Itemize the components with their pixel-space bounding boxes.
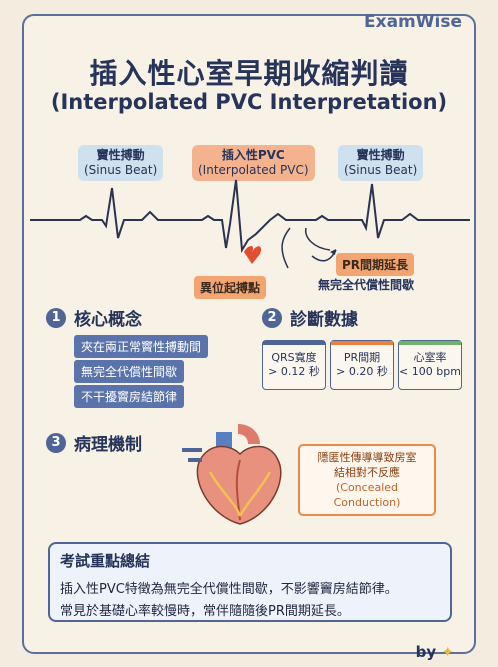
criteria-card-pr: PR間期 > 0.20 秒 — [330, 340, 394, 390]
section-number: 1 — [46, 307, 66, 328]
callout-line: 隱匿性傳導導致房室 — [317, 451, 417, 464]
summary-line: 插入性PVC特徵為無完全代償性間歇，不影響竇房結節律。 — [60, 582, 398, 597]
section-pathology: 3 病理機制 — [46, 430, 142, 455]
section-title: 病理機制 — [74, 435, 142, 455]
sinus-beat-en: (Sinus Beat) — [344, 163, 418, 177]
criteria-value: < 100 bpm — [399, 365, 461, 378]
section-core-concepts: 1 核心概念 — [46, 305, 142, 330]
criteria-value: > 0.20 秒 — [336, 365, 388, 378]
page-title: 插入性心室早期收縮判讀 — [89, 57, 409, 90]
criteria-card-qrs: QRS寬度 > 0.12 秒 — [262, 340, 326, 390]
heart-anatomy-illustration — [182, 424, 282, 525]
summary-title: 考試重點總結 — [60, 552, 151, 570]
criteria-label: PR間期 — [343, 351, 381, 364]
sinus-beat-en: (Sinus Beat) — [84, 163, 158, 177]
criteria-label: 心室率 — [413, 351, 447, 364]
footer-credit: by ✦ — [416, 643, 454, 661]
sinus-beat-label-right: 竇性搏動 (Sinus Beat) — [338, 145, 424, 181]
exam-summary-box: 考試重點總結 插入性PVC特徵為無完全代償性間歇，不影響竇房結節律。 常見於基礎… — [48, 542, 452, 622]
sinus-beat-label-left: 竇性搏動 (Sinus Beat) — [78, 145, 164, 181]
pvc-beat-en: (Interpolated PVC) — [198, 163, 309, 177]
pvc-beat-cn: 插入性PVC — [221, 148, 285, 162]
criteria-label: QRS寬度 — [271, 351, 317, 364]
concept-item: 夾在兩正常竇性搏動間 — [74, 335, 209, 358]
brand-logo: ExamWise — [364, 12, 462, 32]
section-title: 診斷數據 — [290, 310, 358, 330]
page-subtitle: (Interpolated PVC Interpretation) — [50, 90, 448, 114]
pvc-beat-label: 插入性PVC (Interpolated PVC) — [192, 145, 315, 181]
pr-prolong-tag: PR間期延長 — [336, 253, 415, 276]
section-number: 2 — [262, 307, 282, 328]
ecg-waveform — [30, 179, 470, 269]
sinus-beat-cn: 竇性搏動 — [96, 148, 145, 162]
footer-by: by — [415, 643, 437, 661]
brand-mark-icon: ✦ — [441, 643, 454, 661]
incomplete-pause-label: 無完全代償性間歇 — [318, 278, 415, 292]
section-diagnostic-data: 2 診斷數據 — [262, 305, 358, 330]
concept-item: 無完全代償性間歇 — [74, 360, 185, 383]
callout-line: (Concealed Conduction) — [333, 481, 401, 509]
ectopic-focus-tag: 異位起搏點 — [194, 276, 267, 299]
sinus-beat-cn: 竇性搏動 — [356, 148, 405, 162]
concept-item: 不干擾竇房結節律 — [74, 385, 185, 408]
criteria-card-rate: 心室率 < 100 bpm — [398, 340, 462, 390]
summary-line: 常見於基礎心率較慢時，常伴隨隨後PR間期延長。 — [60, 604, 350, 619]
concealed-conduction-callout: 隱匿性傳導導致房室 結相對不反應 (Concealed Conduction) — [298, 444, 436, 516]
heart-icon — [244, 246, 262, 264]
criteria-value: > 0.12 秒 — [268, 365, 320, 378]
callout-line: 結相對不反應 — [334, 466, 400, 479]
section-title: 核心概念 — [74, 310, 142, 330]
section-number: 3 — [46, 432, 66, 453]
